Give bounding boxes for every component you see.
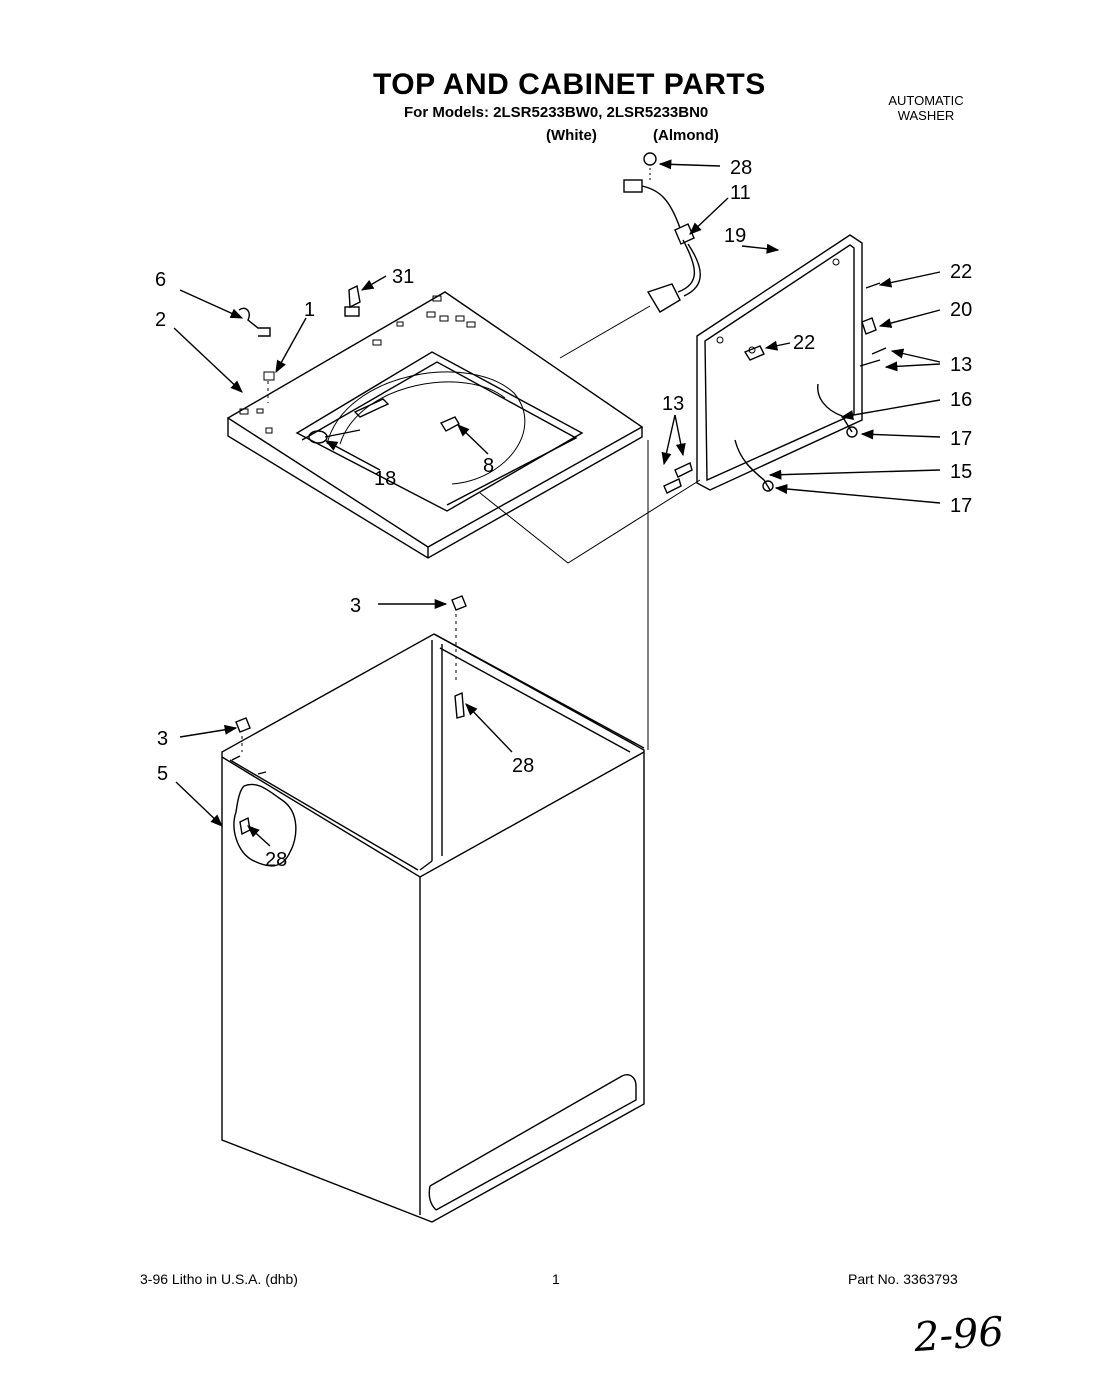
callout-13-left: 13 [662, 393, 684, 415]
callout-13-right: 13 [950, 354, 972, 376]
callout-arrows [173, 159, 941, 847]
callout-1: 1 [304, 299, 315, 321]
print-info: 3-96 Litho in U.S.A. (dhb) [140, 1271, 298, 1287]
top-panel [226, 284, 644, 559]
page-title: TOP AND CABINET PARTS [373, 68, 766, 101]
console-frame [663, 234, 887, 494]
callout-17-upper: 17 [950, 428, 972, 450]
callout-18: 18 [374, 468, 396, 490]
product-type-line1: AUTOMATIC [888, 93, 964, 108]
page-number: 1 [552, 1271, 560, 1287]
callout-28-top: 28 [730, 157, 752, 179]
callout-22-inner: 22 [793, 332, 815, 354]
callout-6: 6 [155, 269, 166, 291]
callout-5: 5 [157, 763, 168, 785]
callout-20: 20 [950, 299, 972, 321]
callout-3-upper: 3 [350, 595, 361, 617]
callout-3-lower: 3 [157, 728, 168, 750]
model-numbers: For Models: 2LSR5233BW0, 2LSR5233BN0 [404, 104, 709, 121]
variant-white: (White) [546, 127, 597, 144]
variant-almond: (Almond) [653, 127, 719, 144]
product-type-line2: WASHER [897, 108, 955, 123]
handwritten-date-note: 2-96 [912, 1308, 1006, 1362]
lid-switch-harness [623, 152, 701, 313]
callout-28-mid: 28 [512, 755, 534, 777]
callout-15: 15 [950, 461, 972, 483]
callout-labels: 28 11 19 22 20 22 13 16 17 15 17 13 6 31… [155, 157, 972, 871]
callout-16: 16 [950, 389, 972, 411]
part-number: Part No. 3363793 [848, 1271, 958, 1287]
callout-28-lower: 28 [265, 849, 287, 871]
callout-11: 11 [730, 182, 751, 204]
leader-lines [479, 305, 701, 750]
product-type: AUTOMATIC WASHER [868, 93, 984, 123]
callout-22-right: 22 [950, 261, 972, 283]
callout-17-lower: 17 [950, 495, 972, 517]
cabinet [221, 595, 645, 1223]
callout-19: 19 [724, 225, 746, 247]
callout-2: 2 [155, 309, 166, 331]
callout-31: 31 [392, 266, 414, 288]
callout-8: 8 [483, 455, 494, 477]
